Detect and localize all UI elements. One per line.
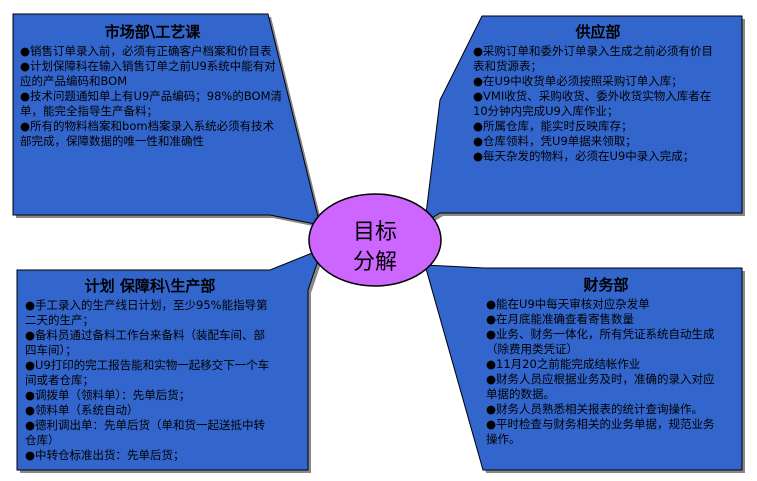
list-item: 计划保障科在输入销售订单之前U9系统中能有对应的产品编码和BOM — [20, 59, 285, 89]
list-item: 技术问题通知单上有U9产品编码；98%的BOM清单，能完全指导生产备料； — [20, 89, 285, 119]
list-item: 每天杂发的物料，必须在U9中录入完成； — [473, 149, 723, 164]
list-item: 能在U9中每天审核对应杂发单 — [486, 297, 726, 312]
center-label: 目标 分解 — [335, 218, 415, 278]
center-line-1: 目标 — [352, 220, 397, 245]
list-item: 采购订单和委外订单录入生成之前必须有价目表和货源表； — [473, 44, 723, 74]
list-item: 调拨单（领料单）：先单后货； — [25, 388, 275, 403]
box-supply: 供应部 采购订单和委外订单录入生成之前必须有价目表和货源表； 在U9中收货单必须… — [473, 22, 723, 164]
center-line-2: 分解 — [352, 250, 397, 275]
list-item: 财务人员应根据业务及时，准确的录入对应单据的数据。 — [486, 372, 726, 402]
box-title: 财务部 — [583, 276, 629, 294]
list-item: 所属仓库，能实时反映库存； — [473, 119, 723, 134]
list-item: U9打印的完工报告能和实物一起移交下一个车间或者仓库； — [25, 358, 275, 388]
list-item: 中转仓标准出货：先单后货； — [25, 448, 275, 463]
box-title: 计划 保障科\生产部 — [84, 277, 216, 295]
list-item: 领料单（系统自动） — [25, 403, 275, 418]
box-title: 供应部 — [575, 23, 621, 41]
box-marketing: 市场部\工艺课 销售订单录入前，必须有正确客户档案和价目表 计划保障科在输入销售… — [20, 22, 285, 149]
list-item: 仓库领料，凭U9单据来领取； — [473, 134, 723, 149]
box-title: 市场部\工艺课 — [104, 23, 201, 41]
list-item: VMI收货、采购收货、委外收货实物入库者在10分钟内完成U9入库作业； — [473, 89, 723, 119]
box-finance: 财务部 能在U9中每天审核对应杂发单 在月底能准确查看寄售数量 业务、财务一体化… — [486, 275, 726, 447]
list-item: 所有的物料档案和bom档案录入系统必须有技术部完成，保障数据的唯一性和准确性 — [20, 119, 285, 149]
list-item: 11月20之前能完成结帐作业 — [486, 357, 726, 372]
list-item: 业务、财务一体化，所有凭证系统自动生成（除费用类凭证） — [486, 327, 726, 357]
center-ellipse — [308, 193, 442, 287]
list-item: 平时检查与财务相关的业务单据，规范业务操作。 — [486, 417, 726, 447]
list-item: 手工录入的生产线日计划，至少95%能指导第二天的生产； — [25, 298, 275, 328]
list-item: 销售订单录入前，必须有正确客户档案和价目表 — [20, 44, 285, 59]
list-item: 备料员通过备料工作台来备料（装配车间、部四车间）； — [25, 328, 275, 358]
list-item: 在U9中收货单必须按照采购订单入库； — [473, 74, 723, 89]
list-item: 财务人员熟悉相关报表的统计查询操作。 — [486, 402, 726, 417]
box-planning: 计划 保障科\生产部 手工录入的生产线日计划，至少95%能指导第二天的生产； 备… — [25, 276, 275, 463]
list-item: 在月底能准确查看寄售数量 — [486, 312, 726, 327]
list-item: 德利调出单：先单后货（单和货一起送抵中转仓库） — [25, 418, 275, 448]
